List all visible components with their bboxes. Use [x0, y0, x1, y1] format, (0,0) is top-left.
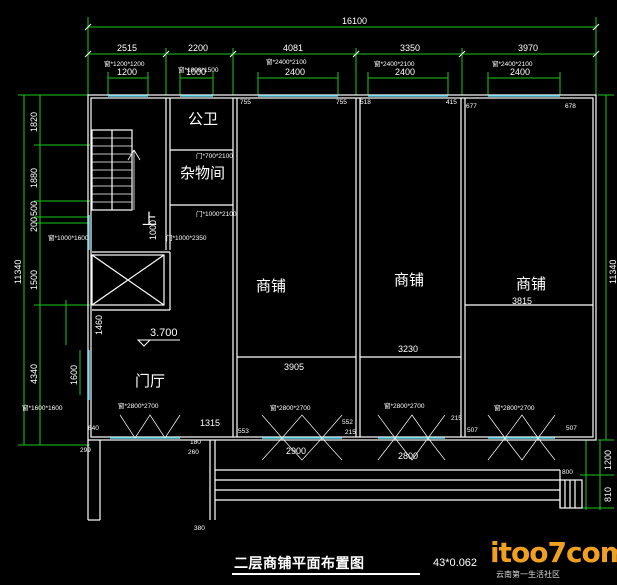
window-dim-1: 1200 [117, 67, 137, 77]
left-dim-6: 4340 [29, 364, 39, 384]
left-dim-2: 1880 [29, 168, 39, 188]
dim-299: 299 [80, 447, 91, 454]
dim-640: 640 [88, 425, 99, 432]
window-label-front-2: 窗*2800*2700 [270, 403, 311, 412]
left-dimension-lines [18, 94, 90, 446]
total-width-dim: 16100 [342, 16, 367, 26]
inner-dim-3905: 3905 [284, 362, 304, 372]
dim-507-b: 507 [566, 425, 577, 432]
door-label-2: 门*1000*2100 [196, 209, 237, 218]
window-label-left-2: 窗*1600*1600 [22, 403, 63, 412]
window-label-2: 窗*1000*1500 [178, 65, 219, 74]
right-total-dim: 11340 [608, 260, 617, 284]
dim-2800: 2800 [398, 451, 418, 461]
top-dim-4: 3350 [400, 43, 420, 53]
window-label-front-1: 窗*2800*2700 [118, 401, 159, 410]
top-dim-5: 3970 [518, 43, 538, 53]
watermark-subtitle: 云南第一生活社区 [496, 570, 560, 579]
dimension-ticks [84, 23, 600, 58]
dim-800: 800 [562, 469, 573, 476]
inner-dim-1000: 1000 [148, 220, 158, 240]
dim-755-b: 755 [336, 99, 347, 106]
room-label-storage: 杂物间 [180, 164, 225, 182]
inner-dim-3230: 3230 [398, 344, 418, 354]
window-label-4: 窗*2400*2100 [374, 59, 415, 68]
dim-677: 677 [466, 103, 477, 110]
dim-215-a: 215 [345, 429, 356, 436]
left-dim-1: 1820 [29, 112, 39, 132]
front-door-swings [119, 414, 556, 461]
dim-260: 260 [188, 449, 199, 456]
window-label-front-4: 窗*2800*2700 [494, 403, 535, 412]
dim-2900: 2900 [286, 446, 306, 456]
dim-215-b: 215 [451, 415, 462, 422]
inner-dim-1600: 1600 [69, 365, 79, 385]
drawing-title: 二层商铺平面布置图 [234, 556, 365, 572]
window-label-3: 窗*2400*2100 [266, 57, 307, 66]
elevation-text: 3.700 [150, 327, 178, 339]
room-label-shop-1: 商铺 [256, 277, 286, 295]
dim-552: 552 [342, 419, 353, 426]
window-dim-3: 2400 [285, 67, 305, 77]
left-dim-5: 1500 [29, 270, 39, 290]
outer-walls [87, 94, 597, 521]
room-label-shop-3: 商铺 [516, 275, 546, 293]
window-marks [88, 95, 560, 439]
dim-553: 553 [238, 428, 249, 435]
window-label-left-1: 窗*1000*1600 [48, 233, 89, 242]
inner-dim-1460: 1460 [94, 315, 104, 335]
top-dimension-lines [87, 17, 597, 95]
elevation-mark [136, 339, 180, 347]
stair-up-label: 上 [142, 210, 157, 228]
inner-dim-3815: 3815 [512, 296, 532, 306]
left-dim-3: 500 [29, 201, 39, 216]
inner-dim-1315: 1315 [200, 418, 220, 428]
right-dim-2: 810 [603, 487, 613, 502]
watermark-logo: itoo7com [490, 536, 617, 569]
window-dim-2: 1000 [186, 67, 206, 77]
window-label-5: 窗*2400*2100 [492, 59, 533, 68]
window-label-1: 窗*1200*1200 [104, 59, 145, 68]
top-dim-3: 4081 [283, 43, 303, 53]
dim-518: 518 [360, 99, 371, 106]
room-label-office: 公卫 [188, 110, 218, 128]
right-dimension-lines [580, 94, 614, 510]
top-dim-1: 2515 [117, 43, 137, 53]
dim-180: 180 [190, 439, 201, 446]
scale-text: 43*0.062 [433, 557, 478, 569]
top-dim-2: 2200 [188, 43, 208, 53]
room-label-shop-2: 商铺 [394, 271, 424, 289]
window-dim-5: 2400 [510, 67, 530, 77]
left-dim-4: 200 [29, 217, 39, 232]
dim-678: 678 [565, 103, 576, 110]
window-dim-4: 2400 [395, 67, 415, 77]
dim-507-a: 507 [467, 427, 478, 434]
dim-755-a: 755 [240, 99, 251, 106]
room-label-hall: 门厅 [135, 372, 165, 390]
right-dim-1: 1200 [603, 450, 613, 470]
dim-380: 380 [194, 525, 205, 532]
title-underline [232, 573, 420, 575]
door-label-1: 门*700*2100 [196, 151, 233, 160]
door-label-3: 门*1000*2350 [166, 233, 207, 242]
window-label-front-3: 窗*2800*2700 [384, 401, 425, 410]
stair-treads [92, 137, 141, 210]
left-total-dim: 11340 [13, 260, 23, 284]
dim-415: 415 [446, 99, 457, 106]
